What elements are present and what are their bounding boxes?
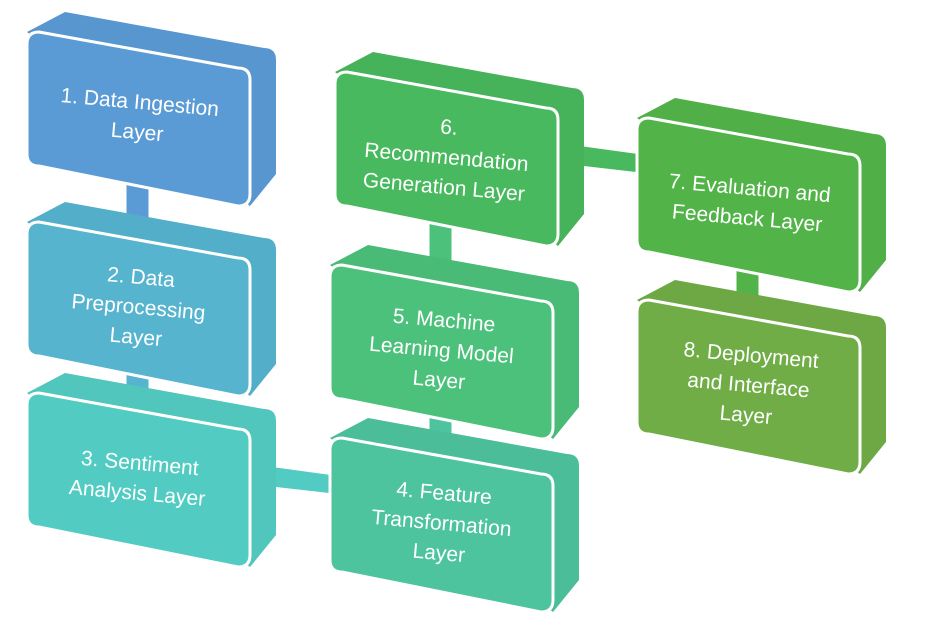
box-front-face (635, 298, 862, 476)
box-front-face (635, 116, 862, 294)
box-front-face (25, 30, 252, 208)
layer-box-1[interactable]: 1. Data IngestionLayer (25, 12, 276, 208)
box-front-face (25, 391, 252, 569)
layer-label-line: Layer (109, 324, 163, 352)
layer-box-2[interactable]: 2. DataPreprocessingLayer (25, 202, 276, 398)
layer-label-line: Layer (412, 367, 466, 395)
layer-label-line: Layer (110, 119, 164, 147)
layer-label-line: Layer (412, 540, 466, 568)
layer-box-7[interactable]: 7. Evaluation andFeedback Layer (635, 98, 886, 294)
layer-label-line: Layer (719, 402, 773, 430)
layer-box-8[interactable]: 8. Deploymentand InterfaceLayer (635, 280, 886, 476)
layer-box-5[interactable]: 5. MachineLearning ModelLayer (328, 245, 579, 441)
layer-box-3[interactable]: 3. SentimentAnalysis Layer (25, 373, 276, 569)
layer-label-line: 6. (439, 115, 458, 139)
box-front-face (328, 436, 555, 614)
layer-box-6[interactable]: 6.RecommendationGeneration Layer (333, 52, 584, 248)
layer-box-4[interactable]: 4. FeatureTransformationLayer (328, 418, 579, 614)
box-front-face (333, 70, 560, 248)
box-front-face (25, 220, 252, 398)
box-front-face (328, 263, 555, 441)
